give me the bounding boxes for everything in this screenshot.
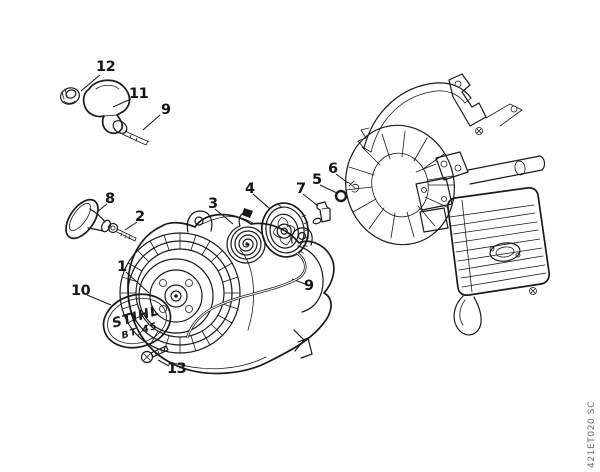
callout-10: 10 [71, 283, 91, 299]
callout-12: 12 [96, 59, 116, 75]
grip-bushing-drawing [60, 87, 80, 105]
callout-3: 3 [208, 196, 218, 212]
housing-screw-drawing [140, 345, 169, 364]
callout-7: 7 [296, 181, 306, 197]
callout-11: 11 [129, 86, 149, 102]
starter-rope-top-drawing [121, 130, 150, 146]
callout-8: 8 [105, 191, 115, 207]
callout-1: 1 [117, 259, 127, 275]
callout-2: 2 [135, 209, 145, 225]
spring-clip-drawing [347, 180, 360, 193]
rewind-spring-drawing [226, 208, 266, 264]
callout-13: 13 [167, 361, 187, 377]
washer-ring-drawing [334, 189, 348, 203]
callout-9-bottom: 9 [304, 278, 314, 294]
grip-screw-drawing [107, 222, 137, 242]
callout-9-top: 9 [161, 102, 171, 118]
starter-rope-drawing [185, 251, 307, 339]
leader-lines [80, 74, 349, 367]
callout-5: 5 [312, 172, 322, 188]
doc-code: 421ET020 SC [587, 401, 597, 468]
starter-housing-drawing [119, 210, 335, 375]
engine-assembly-drawing [345, 73, 551, 336]
callout-6: 6 [328, 161, 338, 177]
starter-grip-drawing [82, 79, 150, 146]
rope-rotor-drawing [261, 202, 310, 258]
pawl-drawing [312, 201, 331, 225]
callout-4: 4 [245, 181, 255, 197]
grip-drawing [65, 198, 112, 240]
